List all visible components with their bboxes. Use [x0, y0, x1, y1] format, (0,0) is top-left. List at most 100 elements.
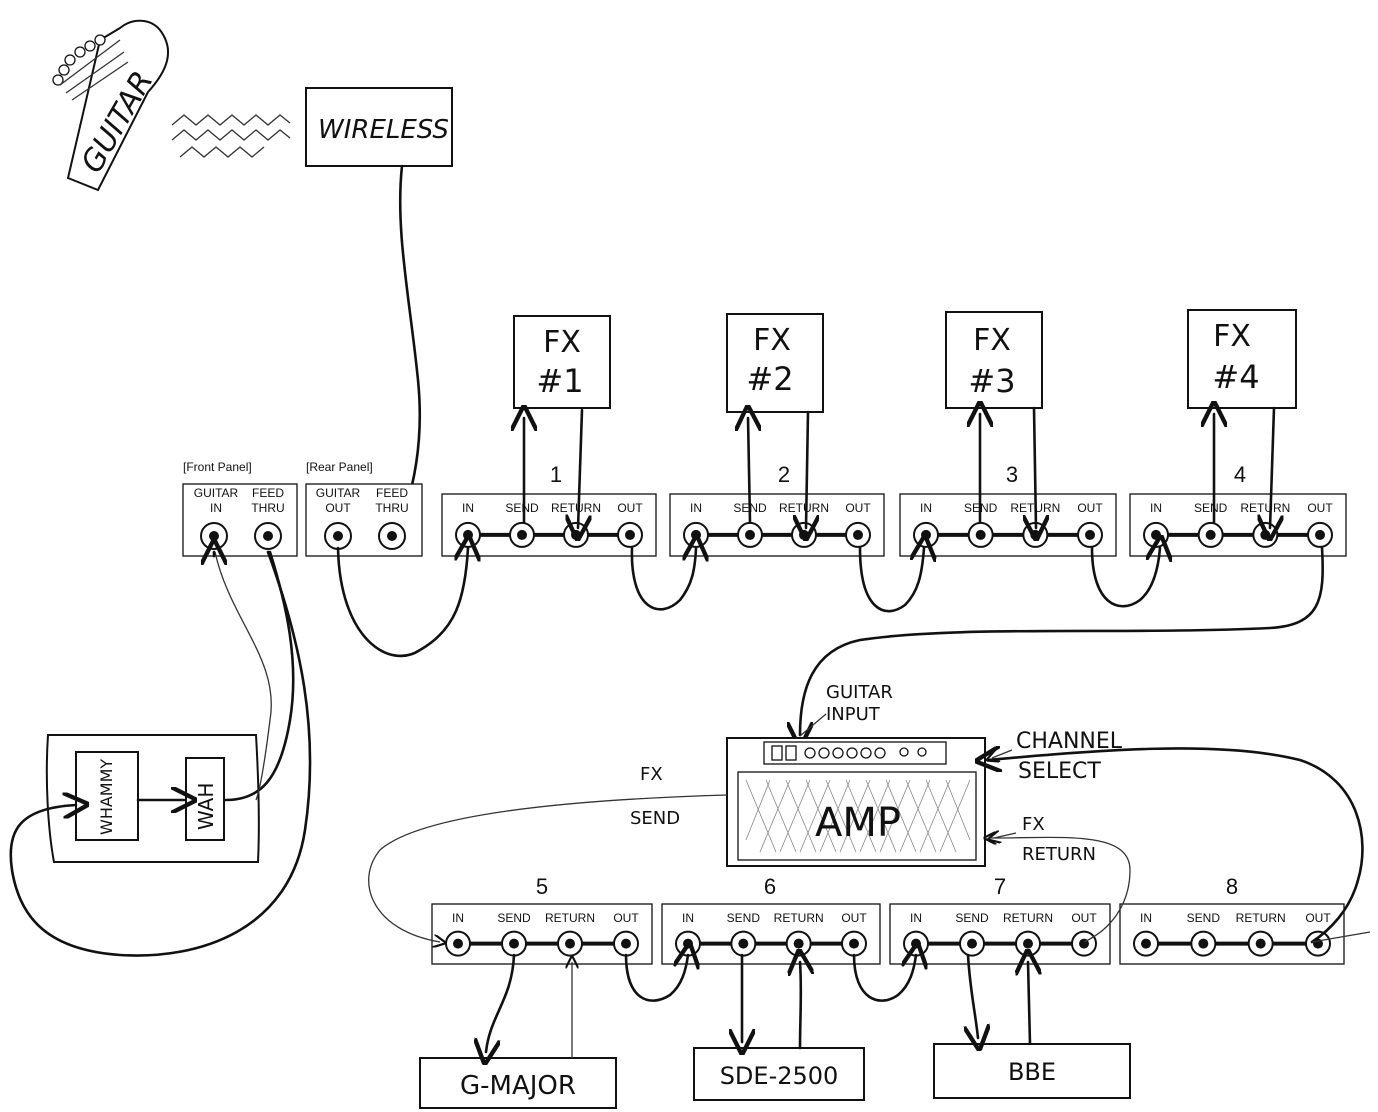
loop-3-out-jack-icon	[1077, 521, 1103, 548]
loop-7-in-jack-icon	[903, 930, 929, 957]
loop-1-return-label: RETURN	[551, 501, 601, 515]
loop-number-3: 3	[1006, 462, 1018, 487]
loop-3-send-jack-icon	[967, 521, 994, 548]
loop-5-out-label: OUT	[613, 911, 639, 925]
loop-number-5: 5	[536, 874, 548, 899]
loop-8-send-label: SEND	[1187, 911, 1221, 925]
loop-5-return-label: RETURN	[545, 911, 595, 925]
fx-2-label: FX	[753, 323, 791, 358]
loop-2-out-label: OUT	[845, 501, 871, 515]
loop-6-in-jack-icon	[675, 930, 701, 957]
fx-send-label: FX	[640, 764, 663, 785]
front-guitar-in-label: GUITAR	[194, 486, 239, 500]
loop-6-return-label: RETURN	[774, 911, 824, 925]
rear-guitar-out-jack-icon	[324, 522, 352, 550]
front-guitar-in-jack-icon	[200, 522, 228, 550]
fx-1-label: FX	[543, 325, 581, 360]
fx-device-3: FX #3	[945, 311, 1043, 409]
loop-5-return-jack-icon	[557, 930, 583, 957]
rear-feed-thru-label: FEED	[376, 486, 408, 500]
loop-4-return-label: RETURN	[1240, 501, 1290, 515]
loop-8-in-jack-icon	[1133, 930, 1159, 957]
loop-1-in-label: IN	[462, 501, 474, 515]
guitar-in-return-cable	[214, 551, 272, 801]
loop-number-8: 8	[1226, 874, 1238, 899]
loop-3-out-label: OUT	[1077, 501, 1103, 515]
sde-2500-device: SDE-2500	[693, 1047, 865, 1101]
front-feed-thru-jack-icon	[254, 522, 282, 550]
loop-6-send-label: SEND	[727, 911, 761, 925]
loop-2-send-jack-icon	[737, 521, 763, 548]
loop-6-in-label: IN	[682, 911, 694, 925]
whammy-label: WHAMMY	[97, 759, 116, 835]
g-major-label: G-MAJOR	[460, 1071, 576, 1101]
amp-label: AMP	[815, 800, 901, 846]
fx-device-1: FX #1	[513, 315, 611, 409]
loop-strip-6: 6IN SEND RETURN OUT	[661, 874, 881, 965]
loop-3-in-jack-icon	[913, 521, 939, 548]
loop-8-return-jack-icon	[1247, 930, 1274, 957]
loop-6-return-jack-icon	[785, 930, 812, 957]
loop-1-out-jack-icon	[617, 521, 643, 548]
loop-4-in-label: IN	[1150, 501, 1162, 515]
front-guitar-in-label-2: IN	[210, 501, 222, 515]
loop-7-return-jack-icon	[1015, 930, 1041, 957]
loop-6-out-jack-icon	[841, 930, 867, 957]
amplifier: AMP	[726, 737, 986, 867]
wireless-label: WIRELESS	[318, 115, 449, 145]
guitar-input-label-2: INPUT	[826, 704, 881, 725]
bbe-device: BBE	[933, 1043, 1131, 1099]
rear-panel-caption: [Rear Panel]	[306, 460, 373, 474]
loop-8-return-label: RETURN	[1236, 911, 1286, 925]
sde-2500-label: SDE-2500	[720, 1062, 839, 1090]
loop-strip-frame	[1119, 903, 1345, 965]
bottom-send-return-cables	[486, 955, 1030, 1058]
loop-2-in-jack-icon	[683, 521, 709, 548]
fx-4-number: #4	[1212, 358, 1259, 396]
loop-number-6: 6	[764, 874, 776, 899]
rear-feed-thru-jack-icon	[378, 522, 406, 550]
loop-7-send-jack-icon	[959, 930, 985, 957]
feed-thru-to-whammy-cable	[9, 550, 312, 957]
loop-1-out-label: OUT	[617, 501, 643, 515]
fx-send-return-cables-top	[524, 408, 1274, 528]
loop-8-send-jack-icon	[1190, 930, 1217, 957]
loop-3-in-label: IN	[920, 501, 932, 515]
front-panel-caption: [Front Panel]	[183, 460, 252, 474]
fx-return-label: FX	[1022, 814, 1045, 835]
front-feed-thru-label-2: THRU	[251, 501, 284, 515]
loop8-to-channel-select-cable	[988, 748, 1364, 944]
loop-1-in-jack-icon	[455, 521, 481, 548]
fx-send-label-2: SEND	[630, 808, 680, 829]
channel-select-label-2: SELECT	[1018, 759, 1101, 784]
loop-5-in-jack-icon	[445, 930, 471, 957]
loop-8-out-label: OUT	[1305, 911, 1331, 925]
loop-2-return-label: RETURN	[779, 501, 829, 515]
loop-4-in-jack-icon	[1143, 521, 1169, 548]
loop-6-out-label: OUT	[841, 911, 867, 925]
rear-feed-thru-label-2: THRU	[375, 501, 408, 515]
loop-7-out-label: OUT	[1071, 911, 1097, 925]
amp-grille	[737, 771, 977, 861]
fx-3-label: FX	[973, 323, 1011, 358]
loop-5-send-jack-icon	[501, 930, 527, 957]
fx-3-number: #3	[968, 362, 1015, 400]
loop-2-in-label: IN	[690, 501, 702, 515]
loop-4-out-jack-icon	[1307, 521, 1333, 548]
loop-5-out-jack-icon	[613, 930, 639, 957]
loop7-out-to-fx-return-cable	[990, 837, 1131, 943]
loop-1-return-jack-icon	[563, 521, 589, 548]
loop-1-send-label: SEND	[505, 501, 539, 515]
loop-7-out-jack-icon	[1071, 930, 1097, 957]
loop-2-return-jack-icon	[791, 521, 817, 548]
guitar-headstock-icon: GUITAR	[52, 19, 169, 192]
loop-7-in-label: IN	[910, 911, 922, 925]
front-panel: [Front Panel] GUITAR IN FEED THRU	[182, 460, 298, 557]
loop-number-7: 7	[994, 874, 1006, 899]
